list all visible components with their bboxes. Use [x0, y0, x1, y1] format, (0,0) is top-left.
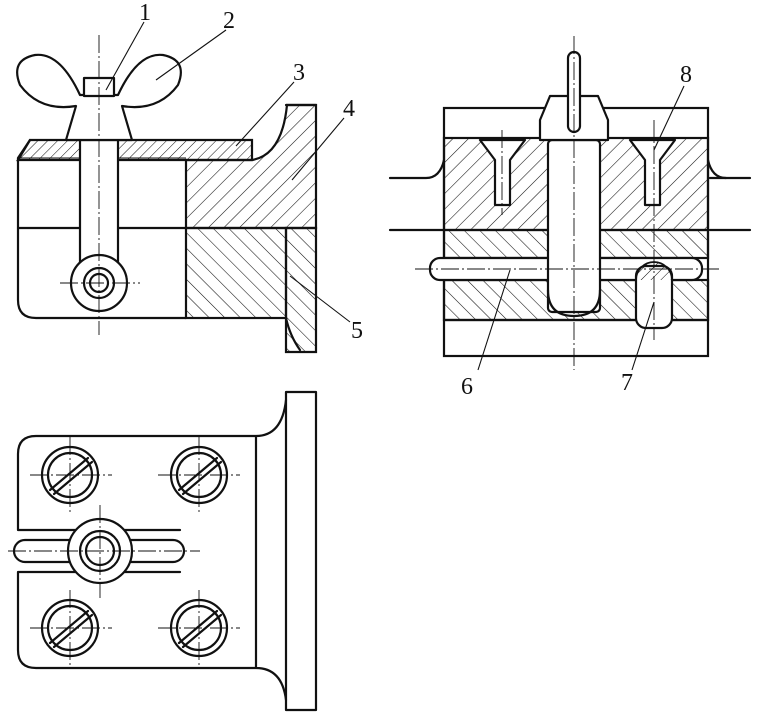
callout-1: 1: [139, 0, 151, 26]
callout-6: 6: [461, 374, 473, 400]
plan-screw-top-left: [30, 437, 112, 515]
callout-5: 5: [351, 318, 363, 344]
flange-plate: [284, 226, 318, 354]
countersunk-screw-left: [478, 138, 527, 207]
front-view-section: [16, 35, 318, 354]
plan-view: [8, 390, 318, 712]
plan-body-outline: [16, 398, 288, 702]
callout-3: 3: [293, 60, 305, 86]
part-5-lower-block: [184, 226, 288, 320]
part-3-clamp-plate: [16, 138, 254, 162]
plan-screw-bottom-right: [158, 590, 240, 668]
callout-2: 2: [223, 8, 235, 34]
callout-7: 7: [621, 370, 633, 396]
part-8-countersunk-screw-right: [628, 138, 677, 207]
side-view-section: [388, 36, 752, 370]
callout-4: 4: [343, 96, 355, 122]
plan-screw-bottom-left: [30, 590, 112, 668]
part-4-upper-block: [184, 103, 318, 230]
plan-screw-top-right: [158, 437, 240, 515]
callout-8: 8: [680, 62, 692, 88]
leader-lines: [105, 21, 685, 371]
